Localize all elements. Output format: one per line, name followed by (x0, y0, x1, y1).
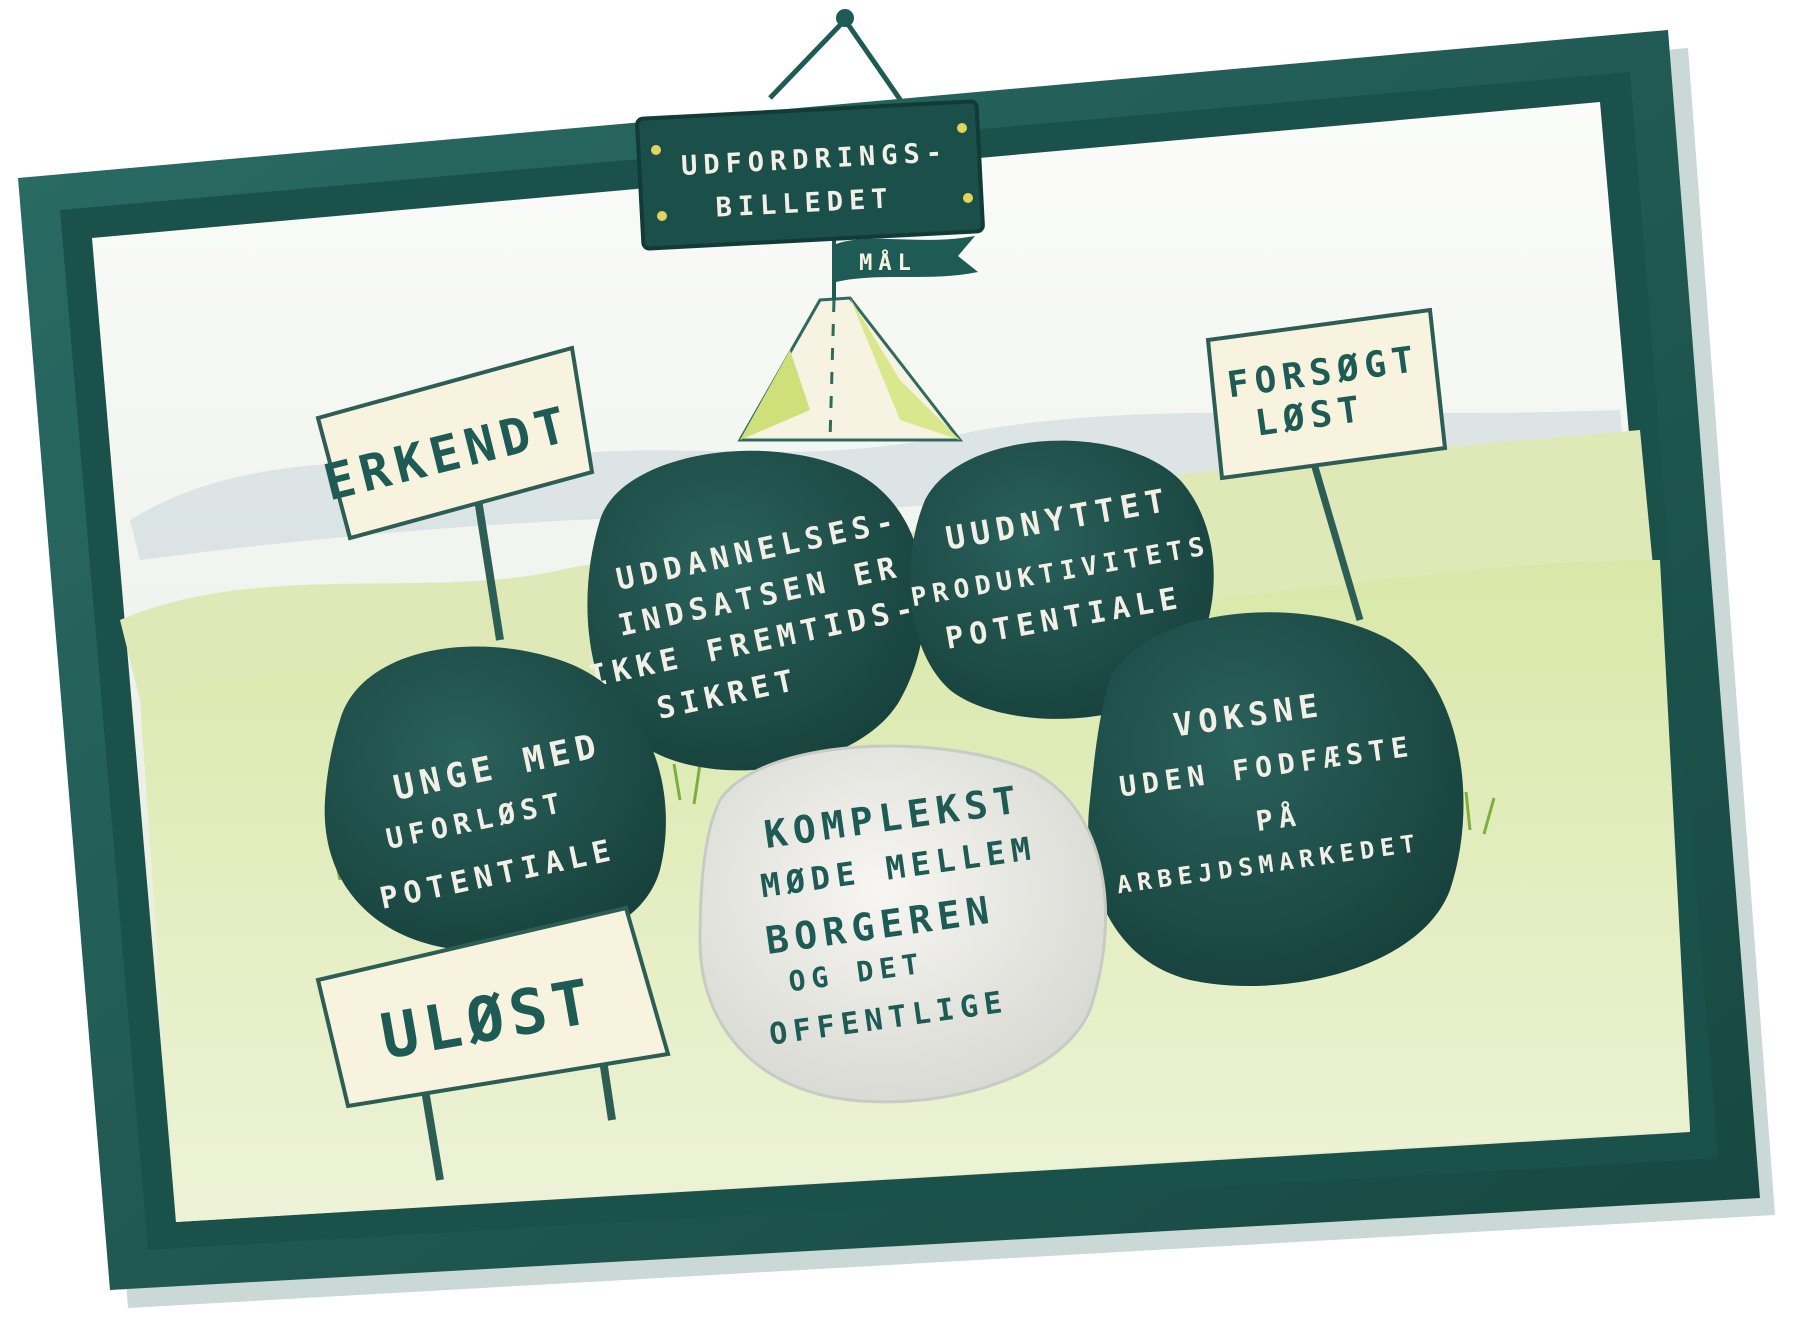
boulder-uddannelse: UDDANNELSES- INDSATSEN ER IKKE FREMTIDS-… (586, 450, 926, 771)
title-sign: UDFORDRINGS- BILLEDET (635, 99, 985, 251)
boulder-voksne-line-3: PÅ (1254, 798, 1304, 838)
boulder-komplekst: KOMPLEKST MØDE MELLEM BORGEREN OG DET OF… (698, 744, 1108, 1104)
sign-post (471, 479, 504, 641)
sign-erkendt: ERKENDT (315, 345, 595, 641)
goal-flag (836, 236, 978, 282)
sign-post (1306, 449, 1364, 621)
goal-flag-label: MÅL (859, 250, 917, 276)
nail-icon (836, 9, 854, 27)
boulder-voksne: VOKSNE UDEN FODFÆSTE PÅ ARBEJDSMARKEDET (1088, 612, 1464, 986)
sign-uloest: ULØST (315, 905, 671, 1181)
goal-mountain: MÅL (737, 236, 978, 442)
sign-forsoegt-loest: FORSØGT LØST (1205, 307, 1448, 621)
hanging-wire (768, 9, 909, 110)
boulder-unge: UNGE MED UFORLØST POTENTIALE (324, 646, 666, 953)
